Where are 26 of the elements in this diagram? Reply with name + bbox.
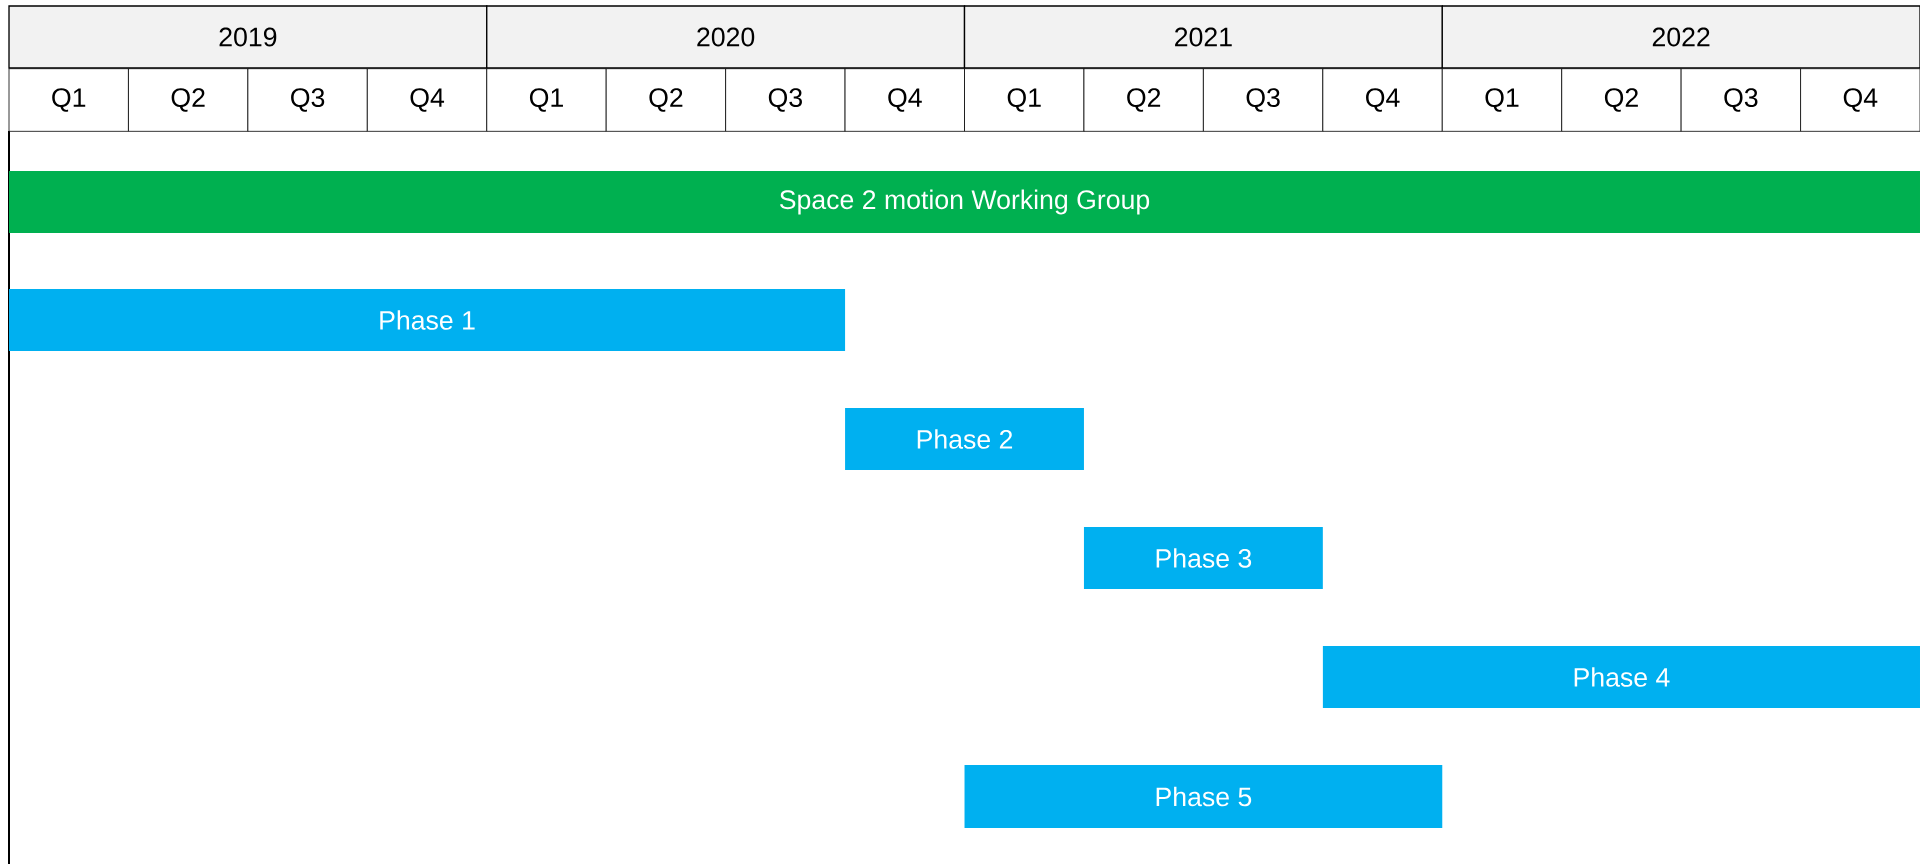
quarter-cell: Q4 — [1800, 68, 1920, 132]
quarter-cell: Q4 — [844, 68, 965, 132]
quarter-cell: Q4 — [1322, 68, 1443, 132]
group-bar: Space 2 motion Working Group — [9, 171, 1920, 233]
phase-bar: Phase 5 — [964, 765, 1443, 828]
quarter-cell: Q1 — [964, 68, 1085, 132]
quarter-cell: Q3 — [725, 68, 846, 132]
quarter-cell: Q1 — [8, 68, 129, 132]
quarter-cell: Q4 — [366, 68, 488, 132]
quarter-cell: Q2 — [128, 68, 249, 132]
year-cell: 2022 — [1441, 5, 1920, 69]
quarter-cell: Q2 — [605, 68, 727, 132]
phase-bar: Phase 1 — [9, 289, 846, 351]
quarter-cell: Q2 — [1083, 68, 1204, 132]
quarter-cell: Q3 — [1680, 68, 1801, 132]
quarter-cell: Q2 — [1561, 68, 1682, 132]
year-cell: 2020 — [486, 5, 966, 69]
quarter-cell: Q1 — [1441, 68, 1563, 132]
phase-bar: Phase 4 — [1322, 646, 1920, 708]
quarter-cell: Q3 — [1203, 68, 1324, 132]
year-cell: 2021 — [963, 5, 1443, 69]
quarter-cell: Q1 — [486, 68, 607, 132]
year-cell: 2019 — [8, 5, 488, 69]
quarter-cell: Q3 — [247, 68, 368, 132]
phase-bar: Phase 2 — [845, 408, 1084, 470]
phase-bar: Phase 3 — [1083, 527, 1323, 589]
